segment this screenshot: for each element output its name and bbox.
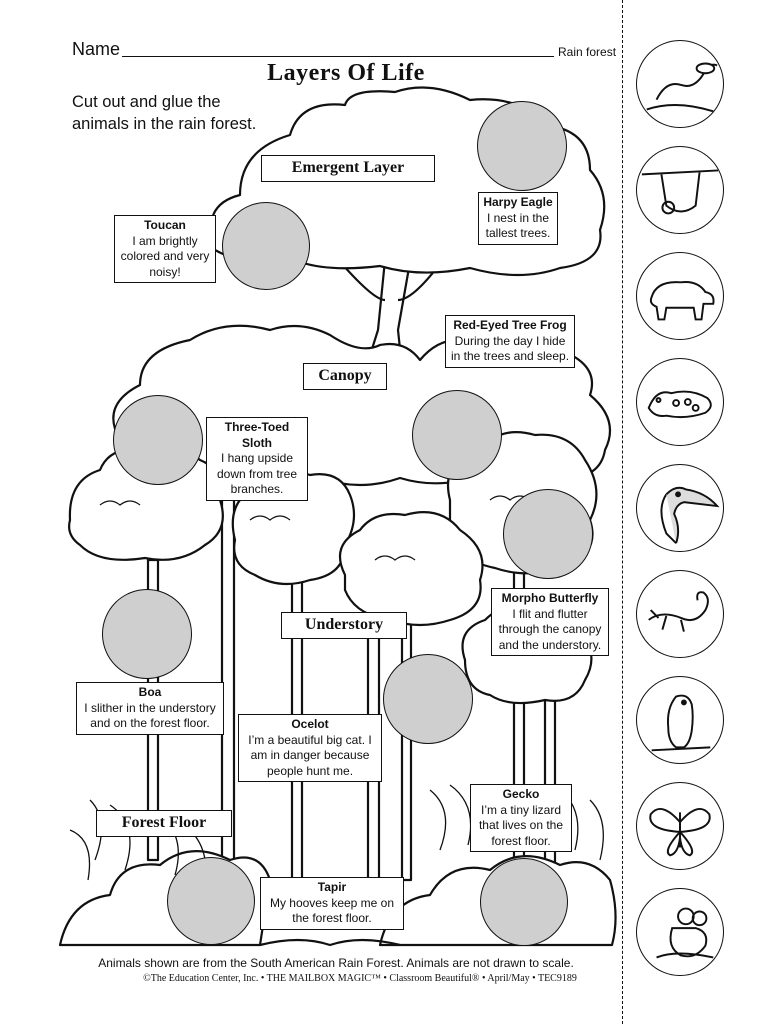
animal-text: I am brightly colored and very noisy! [120,233,210,279]
animal-name: Morpho Butterfly [501,591,599,605]
animal-card-toucan: Toucan I am brightly colored and very no… [114,215,216,283]
animal-name: Gecko [502,787,540,801]
animal-text: My hooves keep me on the forest floor. [269,895,395,926]
animal-text: I nest in the tallest trees. [485,210,551,241]
topic-label: Rain forest [558,45,617,59]
butterfly-icon[interactable] [636,782,724,870]
animal-card-sloth: Three-Toed Sloth I hang upside down from… [206,417,308,501]
gecko-icon[interactable] [636,570,724,658]
animal-text: I flit and flutter through the canopy an… [498,606,602,652]
layer-label-forest-floor: Forest Floor [96,810,232,837]
footer-credit: ©The Education Center, Inc. • THE MAILBO… [143,973,577,984]
name-field-line[interactable] [122,56,554,57]
tapir-icon[interactable] [636,252,724,340]
animal-card-boa: Boa I slither in the understory and on t… [76,682,224,735]
layer-label-understory: Understory [281,612,407,639]
glue-spot-boa[interactable] [102,589,192,679]
animal-name: Harpy Eagle [483,195,553,209]
animal-name: Ocelot [291,717,329,731]
animal-card-gecko: Gecko I’m a tiny lizard that lives on th… [470,784,572,852]
animal-card-tree-frog: Red-Eyed Tree Frog During the day I hide… [445,315,575,368]
animal-text: I hang upside down from tree branches. [216,451,298,496]
page-title: Layers Of Life [267,60,425,86]
animal-name: Three-Toed Sloth [224,420,290,450]
animal-text: I’m a beautiful big cat. I am in danger … [248,732,372,778]
glue-spot-sloth[interactable] [113,395,203,485]
glue-spot-toucan[interactable] [222,202,310,290]
glue-spot-gecko[interactable] [480,858,568,946]
animal-name: Tapir [317,880,347,894]
toucan-icon[interactable] [636,464,724,552]
animal-name: Boa [138,685,162,699]
sloth-icon[interactable] [636,146,724,234]
name-label: Name [72,39,121,59]
glue-spot-ocelot[interactable] [383,654,473,744]
cut-line [622,0,623,1024]
animal-card-harpy-eagle: Harpy Eagle I nest in the tallest trees. [478,192,558,245]
ocelot-icon[interactable] [636,358,724,446]
animal-text: I’m a tiny lizard that lives on the fore… [478,802,564,848]
harpy-eagle-icon[interactable] [636,676,724,764]
instructions: Cut out and glue the animals in the rain… [72,93,257,133]
layer-label-canopy: Canopy [303,363,387,390]
glue-spot-butterfly[interactable] [503,489,593,579]
animal-name: Red-Eyed Tree Frog [453,318,567,332]
boa-icon[interactable] [636,40,724,128]
footer-note: Animals shown are from the South America… [98,956,574,970]
glue-spot-tapir[interactable] [167,857,255,945]
layer-label-emergent: Emergent Layer [261,155,435,182]
glue-spot-harpy-eagle[interactable] [477,101,567,191]
animal-name: Toucan [144,218,186,232]
animal-card-tapir: Tapir My hooves keep me on the forest fl… [260,877,404,930]
animal-card-butterfly: Morpho Butterfly I flit and flutter thro… [491,588,609,656]
tree-frog-icon[interactable] [636,888,724,976]
animal-text: I slither in the understory and on the f… [84,700,216,731]
animal-text: During the day I hide in the trees and s… [450,333,570,364]
glue-spot-tree-frog[interactable] [412,390,502,480]
animal-card-ocelot: Ocelot I’m a beautiful big cat. I am in … [238,714,382,782]
